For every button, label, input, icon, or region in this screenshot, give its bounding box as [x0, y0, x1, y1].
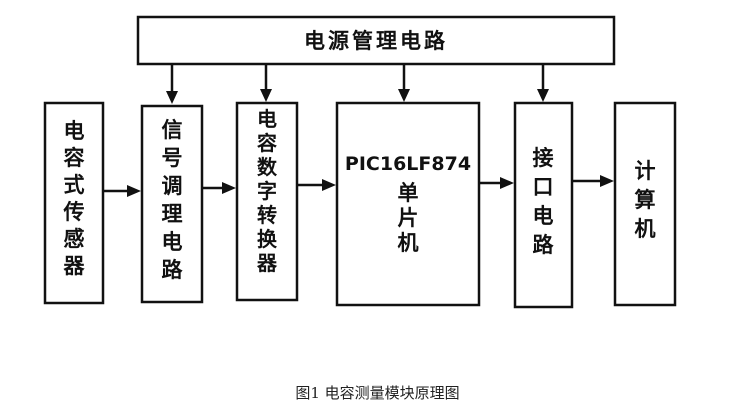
- sensor-label-text: 电容式传感器: [63, 119, 86, 278]
- computer-label-text: 计算机: [635, 159, 656, 241]
- figure-caption: 图1 电容测量模块原理图: [295, 384, 460, 402]
- converter-box: [235, 101, 299, 302]
- mcu-box: [335, 101, 481, 307]
- mcu-to-interface-arrowhead: [500, 177, 514, 189]
- power-to-interface-arrowhead: [537, 89, 549, 102]
- converter-to-mcu-arrowhead: [322, 179, 336, 191]
- interface-to-computer-arrowhead: [600, 175, 614, 187]
- power-management-label: 电源管理电路: [304, 29, 448, 53]
- power-to-signal-arrowhead: [166, 91, 178, 104]
- signal-label-text: 信号调理电路: [162, 118, 184, 282]
- sensor-label: 电容式传感器: [63, 119, 86, 278]
- mcu-title: PIC16LF874: [345, 153, 471, 175]
- power-to-converter-arrowhead: [260, 89, 272, 102]
- interface-label: 接口电路: [533, 146, 555, 257]
- interface-label-text: 接口电路: [533, 146, 555, 257]
- converter-label-text: 电容数字转换器: [256, 107, 278, 275]
- power-to-mcu-arrowhead: [398, 89, 410, 102]
- power-management-box: [136, 15, 616, 66]
- mcu-label: 单片机: [398, 181, 419, 255]
- mcu-label-text: 单片机: [398, 181, 419, 255]
- sensor-to-signal-arrowhead: [127, 185, 141, 197]
- computer-label: 计算机: [635, 159, 656, 241]
- computer-box: [613, 101, 677, 307]
- interface-box: [513, 101, 574, 309]
- signal-box: [140, 104, 204, 304]
- converter-label: 电容数字转换器: [256, 107, 278, 275]
- signal-to-converter-arrowhead: [222, 182, 236, 194]
- signal-label: 信号调理电路: [162, 118, 184, 282]
- sensor-box: [43, 101, 105, 305]
